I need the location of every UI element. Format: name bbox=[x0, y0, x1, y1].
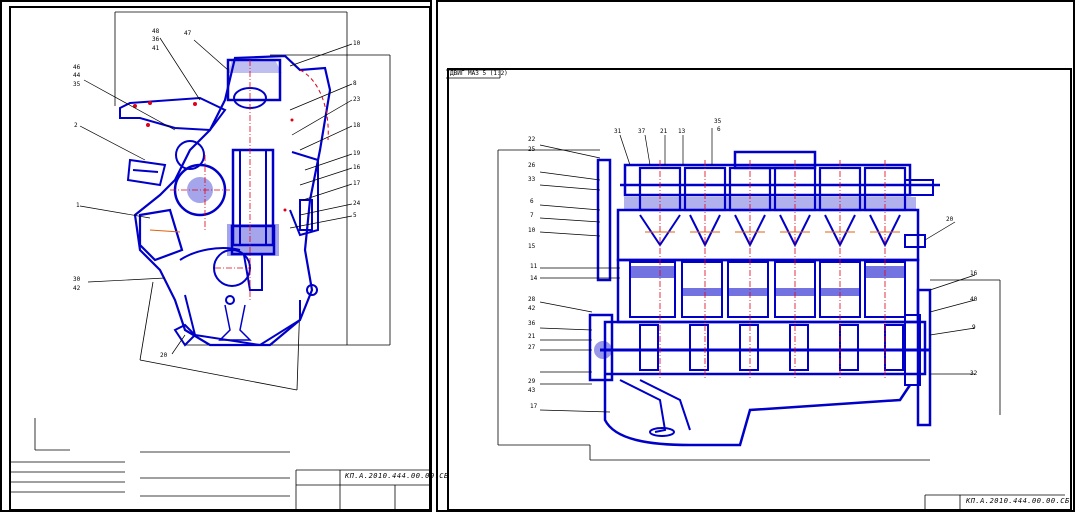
left-cross-section bbox=[114, 11, 391, 391]
part-number-42: 42 bbox=[73, 285, 81, 292]
part-number-6t: 6 bbox=[717, 126, 721, 133]
part-number-13: 13 bbox=[678, 128, 686, 135]
part-number-18: 18 bbox=[353, 122, 361, 129]
part-number-29: 29 bbox=[528, 378, 536, 385]
part-number-8: 8 bbox=[353, 80, 357, 87]
part-number-35r: 35 bbox=[714, 118, 722, 125]
part-number-41: 41 bbox=[152, 45, 160, 52]
left-drawing-frame bbox=[9, 6, 431, 511]
part-number-35: 35 bbox=[73, 81, 81, 88]
part-number-11: 11 bbox=[530, 263, 538, 270]
part-number-43: 43 bbox=[528, 387, 536, 394]
part-number-16r: 16 bbox=[970, 270, 978, 277]
part-number-2: 2 bbox=[74, 122, 78, 129]
part-number-10: 10 bbox=[353, 40, 361, 47]
part-number-6: 6 bbox=[530, 198, 534, 205]
part-number-20r: 20 bbox=[946, 216, 954, 223]
right-leader-lines bbox=[539, 128, 976, 413]
left-leader-lines bbox=[79, 37, 353, 355]
left-title-block-lines bbox=[10, 418, 429, 509]
part-number-28: 28 bbox=[528, 296, 536, 303]
part-number-36r: 36 bbox=[528, 320, 536, 327]
left-drawing-sheet bbox=[0, 0, 432, 512]
part-number-20: 20 bbox=[160, 352, 168, 359]
right-drawing-frame bbox=[447, 68, 1072, 511]
part-number-47: 47 bbox=[184, 30, 192, 37]
part-number-21: 21 bbox=[528, 333, 536, 340]
part-number-48: 48 bbox=[152, 28, 160, 35]
part-number-25: 25 bbox=[528, 146, 536, 153]
part-number-10r: 10 bbox=[528, 227, 536, 234]
part-number-7: 7 bbox=[530, 212, 534, 219]
part-number-32: 32 bbox=[970, 370, 978, 377]
part-number-24: 24 bbox=[353, 200, 361, 207]
part-number-17r: 17 bbox=[530, 403, 538, 410]
part-number-14: 14 bbox=[530, 275, 538, 282]
part-number-26: 26 bbox=[528, 162, 536, 169]
part-number-9: 9 bbox=[972, 324, 976, 331]
part-number-44: 44 bbox=[73, 72, 81, 79]
left-drawing-code: КП.А.2010.444.00.00.СБ bbox=[345, 472, 449, 480]
part-number-31: 31 bbox=[614, 128, 622, 135]
right-title-block-lines bbox=[446, 69, 1065, 509]
part-number-22: 22 bbox=[528, 136, 536, 143]
part-number-40: 40 bbox=[970, 296, 978, 303]
right-longitudinal-view bbox=[497, 149, 1001, 461]
right-stamp-label: ДВИГ МАЗ 5 (1:2) bbox=[450, 70, 508, 77]
right-drawing-code: КП.А.2010.444.00.00.СБ bbox=[966, 497, 1070, 505]
part-number-16: 16 bbox=[353, 164, 361, 171]
part-number-36: 36 bbox=[152, 36, 160, 43]
part-number-37: 37 bbox=[638, 128, 646, 135]
part-number-15: 15 bbox=[528, 243, 536, 250]
part-number-30: 30 bbox=[73, 276, 81, 283]
right-drawing-sheet bbox=[436, 0, 1075, 512]
part-number-23: 23 bbox=[353, 96, 361, 103]
part-number-5: 5 bbox=[353, 212, 357, 219]
part-number-19: 19 bbox=[353, 150, 361, 157]
part-number-27: 27 bbox=[528, 344, 536, 351]
part-number-46: 46 bbox=[73, 64, 81, 71]
part-number-21t: 21 bbox=[660, 128, 668, 135]
part-number-17: 17 bbox=[353, 180, 361, 187]
part-number-42r: 42 bbox=[528, 305, 536, 312]
part-number-1: 1 bbox=[76, 202, 80, 209]
part-number-33: 33 bbox=[528, 176, 536, 183]
